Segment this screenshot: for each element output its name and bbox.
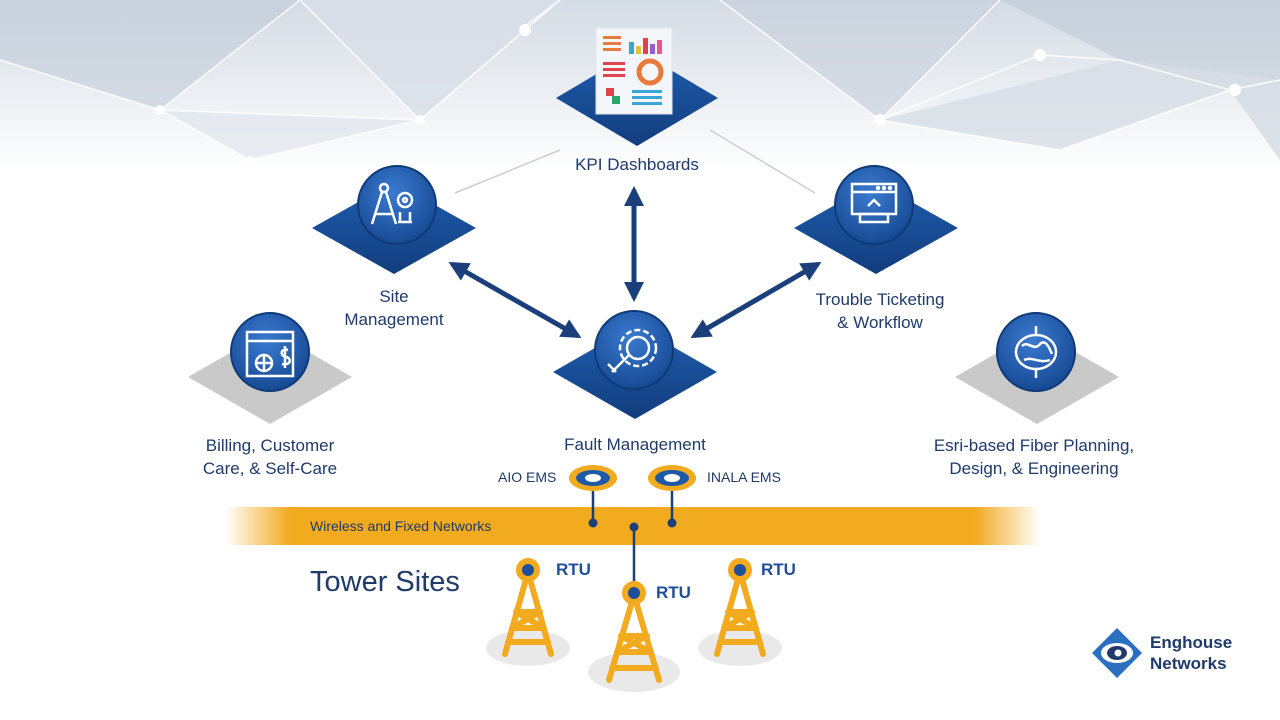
- esri-label-line2: Design, & Engineering: [949, 459, 1119, 478]
- report-chart-icon: [595, 27, 673, 115]
- tower-right[interactable]: [698, 558, 782, 666]
- globe-map-icon: [1014, 326, 1058, 378]
- brand-line1: Enghouse: [1150, 633, 1233, 652]
- node-billing[interactable]: [188, 312, 352, 424]
- kpi-label: KPI Dashboards: [575, 155, 699, 174]
- ems-right-port: [667, 518, 677, 528]
- site-label-line1: Site: [379, 287, 409, 306]
- arrow-site-fault: [448, 261, 582, 339]
- node-kpi[interactable]: [556, 27, 718, 146]
- brand-name: Enghouse Networks: [1150, 632, 1232, 674]
- billing-label: Billing, Customer Care, & Self-Care: [160, 434, 380, 480]
- node-site[interactable]: [312, 165, 476, 274]
- ems-right-ring[interactable]: [648, 465, 696, 491]
- trouble-label-line1: Trouble Ticketing: [815, 290, 945, 309]
- arrows: [448, 186, 822, 339]
- ems-right-label: INALA EMS: [707, 469, 781, 485]
- ems-left-ring[interactable]: [569, 465, 617, 491]
- kpi-connector-lines: [454, 129, 816, 194]
- brand-line2: Networks: [1150, 654, 1227, 673]
- rtu-label-center: RTU: [656, 583, 691, 602]
- band-center-port: [629, 522, 639, 532]
- ems-left-port: [588, 518, 598, 528]
- rtu-label-right: RTU: [761, 560, 796, 579]
- arrow-trouble-fault: [690, 261, 822, 339]
- site-label-line2: Management: [344, 310, 444, 329]
- rtu-label-left: RTU: [556, 560, 591, 579]
- ems-left-label: AIO EMS: [498, 469, 557, 485]
- network-band-label: Wireless and Fixed Networks: [310, 518, 492, 534]
- esri-label: Esri-based Fiber Planning, Design, & Eng…: [904, 434, 1164, 480]
- billing-label-line2: Care, & Self-Care: [202, 459, 338, 478]
- web-billing-icon: [245, 330, 295, 378]
- tower-center[interactable]: [588, 581, 680, 692]
- trouble-label: Trouble Ticketing & Workflow: [770, 288, 990, 334]
- ems-connectors: [591, 490, 674, 590]
- ticket-terminal-icon: [850, 182, 898, 224]
- tower-left[interactable]: [486, 558, 570, 666]
- node-esri[interactable]: [955, 312, 1119, 424]
- node-trouble[interactable]: [794, 165, 958, 274]
- fault-label: Fault Management: [564, 435, 706, 454]
- esri-label-line1: Esri-based Fiber Planning,: [933, 436, 1135, 455]
- compass-gear-icon: [370, 182, 414, 225]
- trouble-label-line2: & Workflow: [837, 313, 923, 332]
- site-label: Site Management: [294, 285, 494, 331]
- node-fault[interactable]: [553, 310, 717, 419]
- tower-sites-label: Tower Sites: [310, 566, 460, 598]
- billing-label-line1: Billing, Customer: [205, 436, 335, 455]
- wrench-gear-icon: [607, 328, 658, 373]
- enghouse-logo-icon: [1092, 628, 1142, 678]
